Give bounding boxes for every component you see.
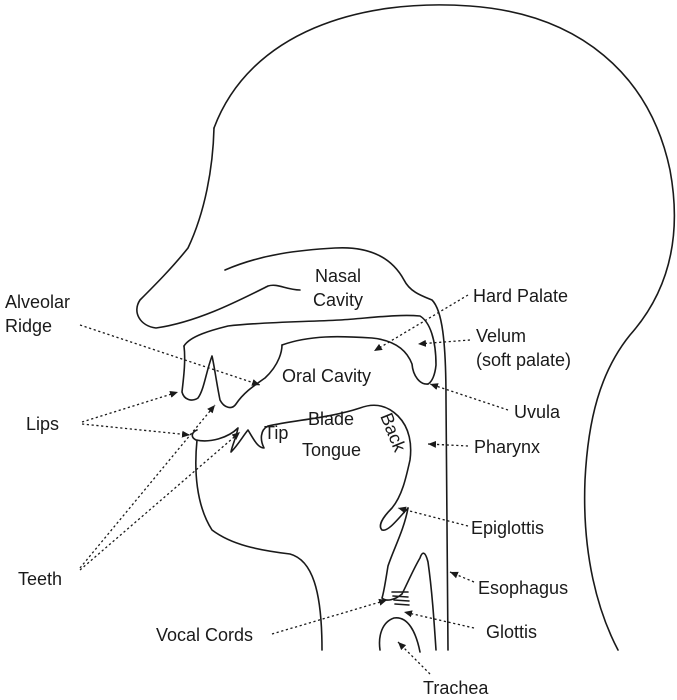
- leader-pharynx: [428, 444, 468, 446]
- leader-uvula: [430, 384, 508, 410]
- label-blade: Blade: [308, 409, 354, 429]
- label-back: Back: [376, 410, 410, 456]
- label-hard-palate: Hard Palate: [473, 286, 568, 306]
- leader-vocal-cords: [272, 600, 387, 634]
- label-epiglottis: Epiglottis: [471, 518, 544, 538]
- leader-hard-palate: [374, 295, 468, 351]
- nose-outline: [137, 128, 300, 328]
- leader-lips-upper: [82, 392, 178, 422]
- label-trachea: Trachea: [423, 678, 489, 698]
- tongue-outline: [192, 405, 410, 530]
- leader-epiglottis: [398, 508, 468, 526]
- label-nasal-cavity-1: Nasal: [315, 266, 361, 286]
- label-nasal-cavity-2: Cavity: [313, 290, 363, 310]
- leader-lips-lower: [82, 424, 190, 435]
- label-uvula: Uvula: [514, 402, 561, 422]
- leader-glottis: [404, 612, 474, 628]
- epiglottis-outline: [382, 508, 436, 650]
- label-pharynx: Pharynx: [474, 437, 540, 457]
- label-velum-2: (soft palate): [476, 350, 571, 370]
- label-tip: Tip: [264, 423, 288, 443]
- label-teeth: Teeth: [18, 569, 62, 589]
- leader-teeth-lower: [80, 432, 240, 570]
- label-vocal-cords: Vocal Cords: [156, 625, 253, 645]
- label-oral-cavity: Oral Cavity: [282, 366, 371, 386]
- label-tongue: Tongue: [302, 440, 361, 460]
- label-lips: Lips: [26, 414, 59, 434]
- trachea-outline: [380, 618, 420, 652]
- leader-trachea: [398, 642, 430, 674]
- leader-alveolar-ridge: [80, 325, 260, 385]
- label-alveolar-ridge-2: Ridge: [5, 316, 52, 336]
- leader-teeth-upper: [80, 405, 215, 568]
- label-esophagus: Esophagus: [478, 578, 568, 598]
- chin-neck-outline: [196, 440, 322, 650]
- label-velum-1: Velum: [476, 326, 526, 346]
- label-glottis: Glottis: [486, 622, 537, 642]
- label-alveolar-ridge-1: Alveolar: [5, 292, 70, 312]
- leader-esophagus: [450, 572, 474, 582]
